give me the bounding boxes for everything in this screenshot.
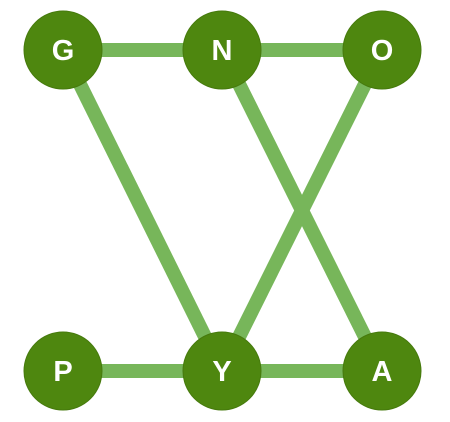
letter-node-label: P [53,356,72,388]
letter-node-circle [342,10,422,90]
letter-node-circle [342,331,422,411]
letter-node-a[interactable]: A [342,331,422,411]
edge-o-y [215,46,389,375]
letter-node-label: G [52,35,75,67]
nodes-layer: G N O P Y A [23,10,422,411]
letter-node-circle [182,331,262,411]
letter-node-circle [23,331,103,411]
edges-layer [56,43,389,378]
letter-node-label: O [371,35,394,67]
letter-node-label: A [372,356,393,388]
edge-g-y [56,46,229,375]
letter-node-label: N [212,35,233,67]
letter-node-circle [23,10,103,90]
letter-node-label: Y [212,356,231,388]
letter-node-p[interactable]: P [23,331,103,411]
letter-node-circle [182,10,262,90]
letter-node-g[interactable]: G [23,10,103,90]
letter-node-o[interactable]: O [342,10,422,90]
letter-node-y[interactable]: Y [182,331,262,411]
letter-node-n[interactable]: N [182,10,262,90]
